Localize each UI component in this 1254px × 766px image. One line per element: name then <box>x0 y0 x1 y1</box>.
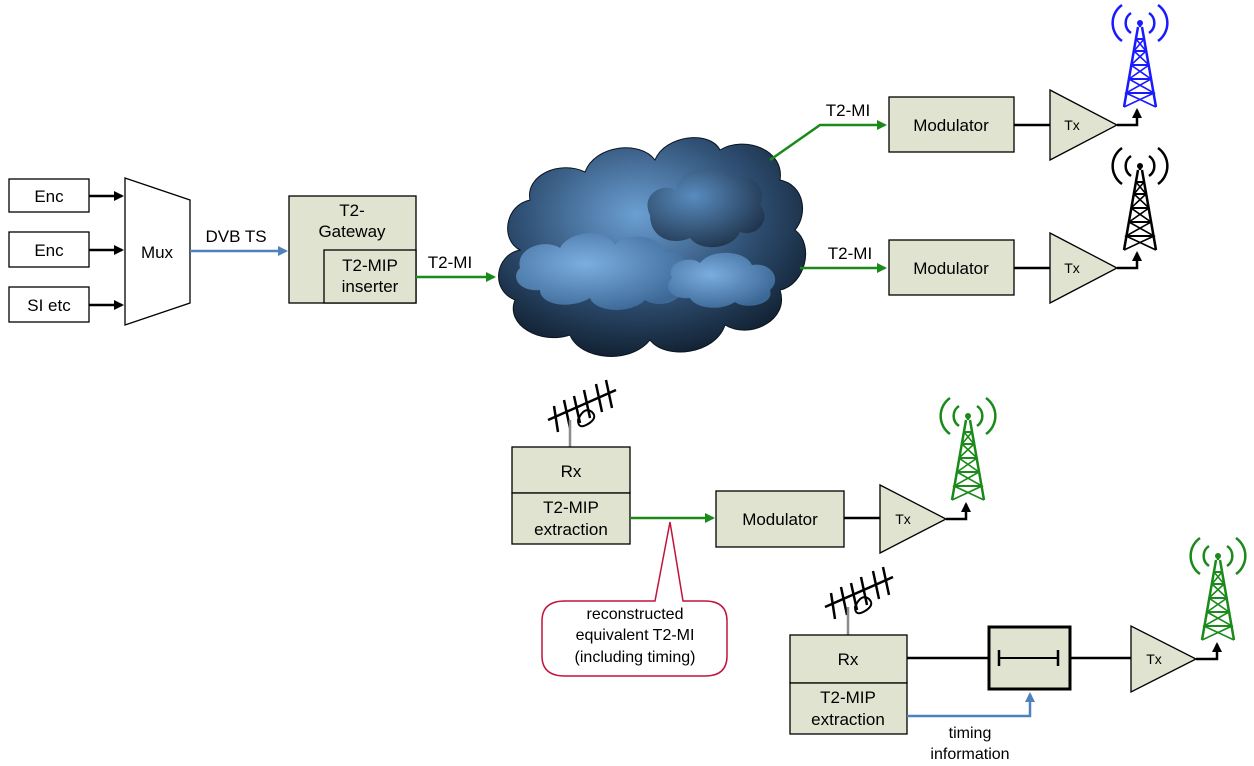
callout-line3: (including timing) <box>575 649 696 666</box>
timing-label-line1: timing <box>949 725 992 742</box>
inserter-label-line2: inserter <box>342 277 399 296</box>
rx-box-1: Rx <box>511 446 631 494</box>
tx-to-tower-top-link <box>1117 108 1142 127</box>
rx-box-2: Rx <box>789 634 908 684</box>
t2mi-top-link <box>769 120 887 162</box>
tx-relay2-label: Tx <box>1146 651 1162 667</box>
tower-icon <box>939 396 997 502</box>
modulator-top-label: Modulator <box>913 116 989 135</box>
si-box: SI etc <box>8 286 90 323</box>
encoder-label-1: Enc <box>34 187 64 206</box>
encoder-label-2: Enc <box>34 241 64 260</box>
tower-icon <box>1111 3 1169 109</box>
t2mi-mid-label: T2-MI <box>828 244 872 263</box>
mux-block: Mux <box>124 177 191 326</box>
tx-amp-mid: Tx <box>1049 231 1119 305</box>
encoder-box-1: Enc <box>8 178 90 213</box>
gateway-title-line2: Gateway <box>318 222 386 241</box>
mux-label: Mux <box>141 243 174 262</box>
tx-to-tower-relay2-link <box>1196 642 1222 661</box>
extraction-box-1: T2-MIP extraction <box>511 492 631 545</box>
tx-amp-relay2: Tx <box>1130 624 1198 694</box>
timing-information-link <box>907 692 1035 718</box>
tx-amp-relay1: Tx <box>879 483 948 555</box>
callout-line2: equivalent T2-MI <box>576 627 695 644</box>
encoder-box-2: Enc <box>8 231 90 268</box>
rx-label-2: Rx <box>838 650 859 669</box>
inserter-label-line1: T2-MIP <box>342 256 398 275</box>
dvb-ts-label: DVB TS <box>205 227 266 246</box>
extraction-2-line2: extraction <box>811 710 885 729</box>
modulator-relay1: Modulator <box>715 490 845 548</box>
si-label: SI etc <box>27 296 71 315</box>
t2mi-gateway-label: T2-MI <box>428 253 472 272</box>
modulator-top: Modulator <box>888 96 1015 153</box>
callout-line1: reconstructed <box>587 606 684 623</box>
tx-to-tower-mid-link <box>1117 251 1142 270</box>
rx-label-1: Rx <box>561 462 582 481</box>
timing-label-line2: information <box>930 746 1009 763</box>
tx-relay1-label: Tx <box>895 511 911 527</box>
t2-gateway-block: T2- Gateway T2-MIP inserter <box>288 195 417 304</box>
modulator-mid: Modulator <box>888 239 1015 296</box>
extraction-2-line1: T2-MIP <box>820 688 876 707</box>
tx-mid-label: Tx <box>1064 260 1080 276</box>
timing-callout: reconstructed equivalent T2-MI (includin… <box>541 521 728 677</box>
yagi-antenna-icon <box>546 378 618 434</box>
extraction-box-2: T2-MIP extraction <box>789 682 908 735</box>
tx-to-tower-relay1-link <box>946 502 971 521</box>
tower-icon <box>1189 536 1247 642</box>
tx-top-label: Tx <box>1064 117 1080 133</box>
delay-box-icon <box>987 625 1072 691</box>
tx-amp-top: Tx <box>1049 88 1119 162</box>
gateway-title-line1: T2- <box>339 201 365 220</box>
t2mi-top-label: T2-MI <box>826 101 870 120</box>
extraction-1-line1: T2-MIP <box>543 498 599 517</box>
tower-icon <box>1111 146 1169 252</box>
yagi-antenna-icon <box>823 565 895 621</box>
modulator-mid-label: Modulator <box>913 259 989 278</box>
extraction-1-line2: extraction <box>534 520 608 539</box>
modulator-relay1-label: Modulator <box>742 510 818 529</box>
cloud-icon <box>498 137 807 357</box>
